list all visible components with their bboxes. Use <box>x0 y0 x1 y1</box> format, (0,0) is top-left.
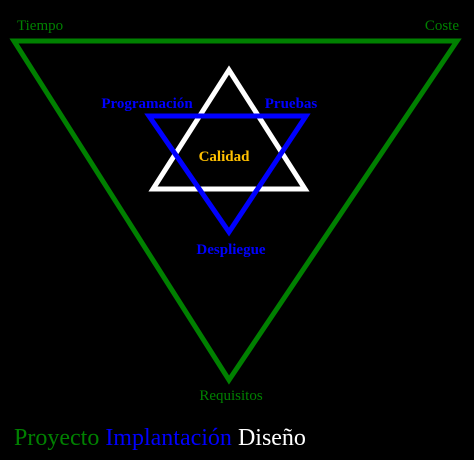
legend: Proyecto Implantación Diseño <box>14 422 306 454</box>
project-triangle <box>9 38 462 385</box>
programacion-label: Programación <box>101 96 193 112</box>
pruebas-label: Pruebas <box>265 96 318 112</box>
legend-project: Proyecto <box>14 425 100 451</box>
requisitos-label: Requisitos <box>199 388 263 404</box>
implementation-triangle <box>144 113 311 237</box>
tiempo-label: Tiempo <box>17 18 63 34</box>
legend-implementation: Implantación <box>105 425 232 451</box>
despliegue-label: Despliegue <box>196 242 266 258</box>
calidad-label: Calidad <box>199 149 251 165</box>
legend-design: Diseño <box>237 425 306 451</box>
design-triangle <box>148 65 310 192</box>
coste-label: Coste <box>425 18 460 34</box>
